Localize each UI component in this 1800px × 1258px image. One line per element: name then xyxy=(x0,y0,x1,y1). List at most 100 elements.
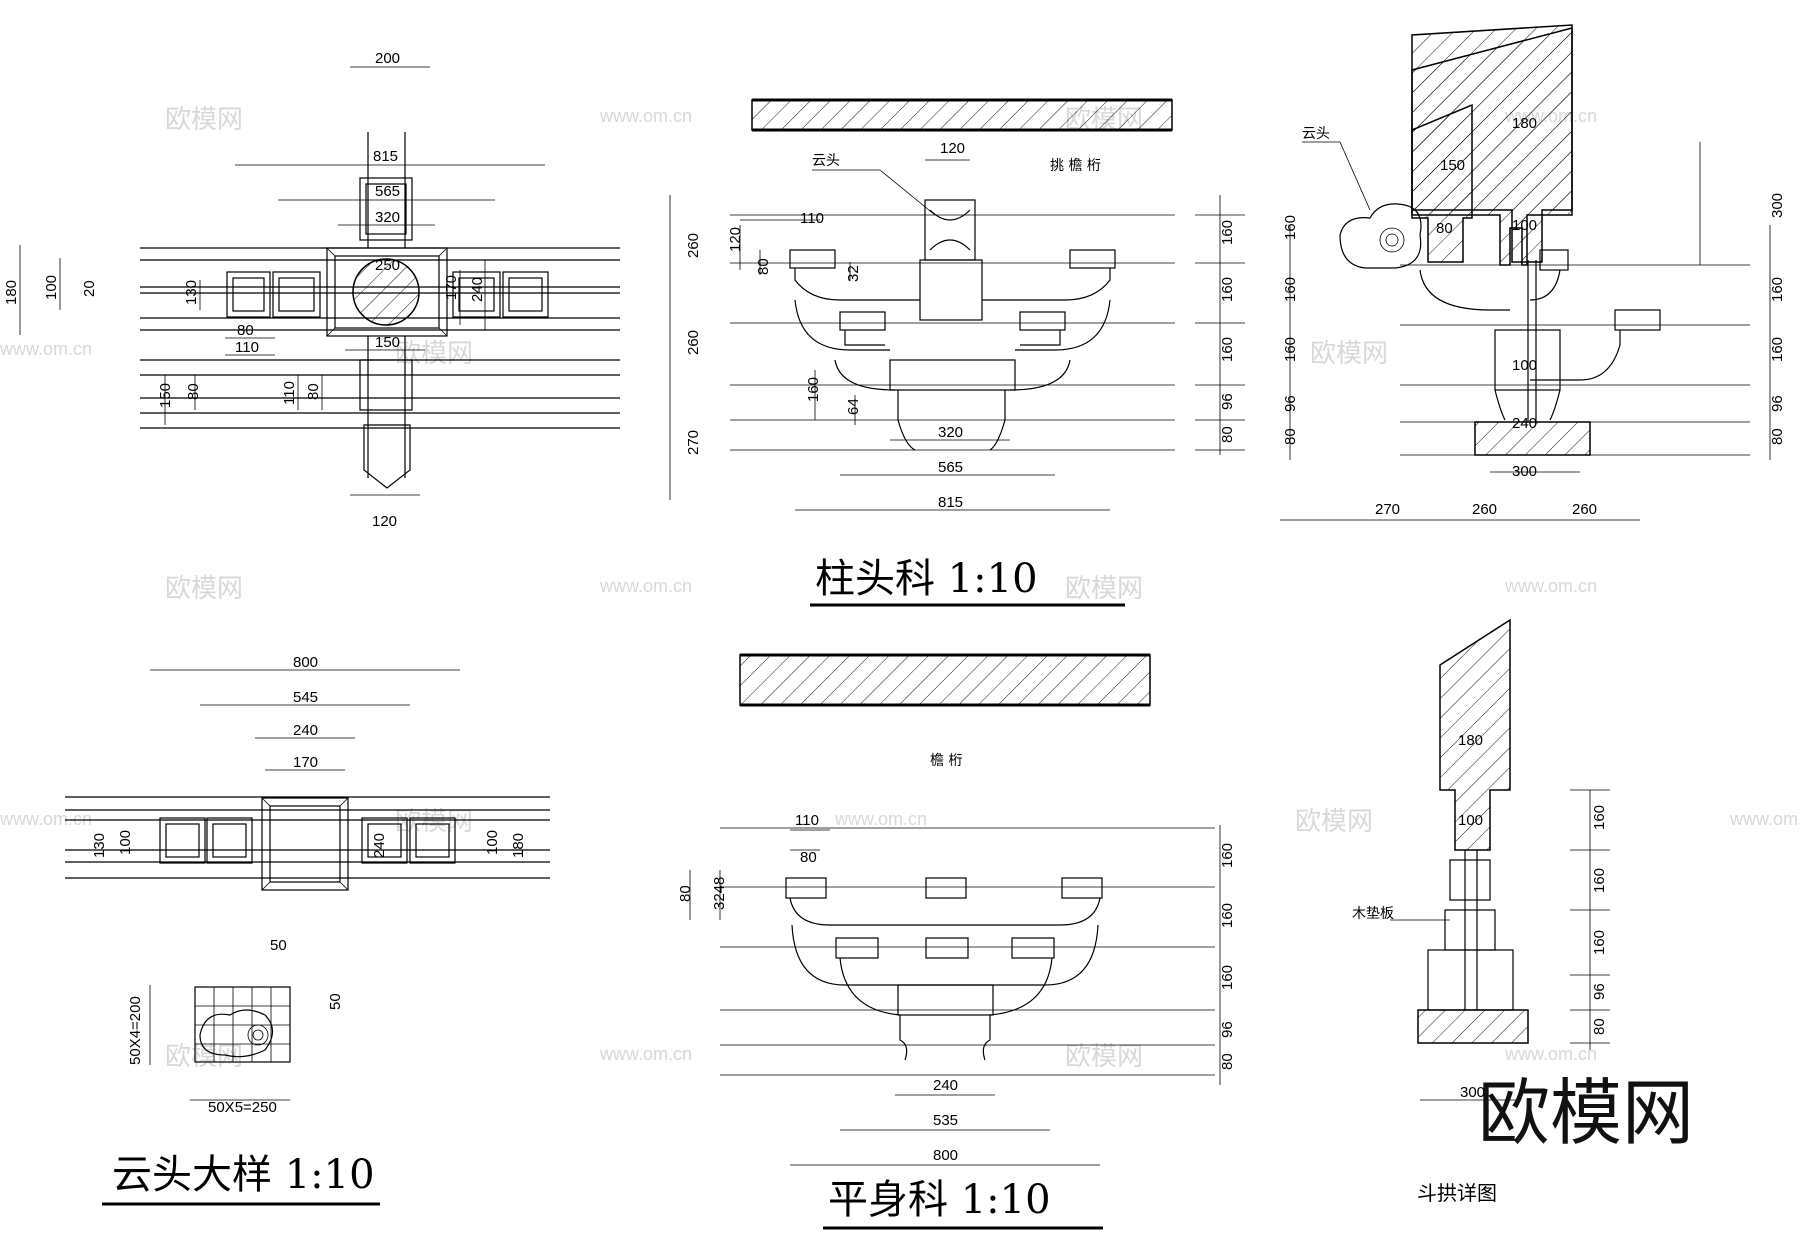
dim-label: 240 xyxy=(293,722,318,739)
dim-label: 300 xyxy=(1460,1084,1485,1101)
dim-label: 160 xyxy=(1282,215,1299,240)
dim-label: 160 xyxy=(1219,843,1236,868)
dim-label: 150 xyxy=(375,334,400,351)
dim-label: 50 xyxy=(270,937,287,954)
detail-yuntou: 50 50 50X4=200 50X5=250 云头大样 1:10 xyxy=(102,937,380,1206)
dim-label: 150 xyxy=(157,383,174,408)
dim-label: 110 xyxy=(235,339,259,356)
watermark-url: www.om.cn xyxy=(1504,576,1597,596)
plan-zhutouke: 200 815 565 320 250 170 240 180 100 20 1… xyxy=(3,50,620,530)
dim-label: 20 xyxy=(81,280,98,297)
label-yanheng: 檐 桁 xyxy=(930,753,962,769)
watermark-text: 欧模网 xyxy=(165,574,243,604)
dim-label: 160 xyxy=(1591,805,1608,830)
dim-label: 160 xyxy=(1219,337,1236,362)
dim-label: 160 xyxy=(1282,277,1299,302)
watermark-url: www.om.cn xyxy=(1729,809,1800,829)
dim-label: 120 xyxy=(940,140,965,157)
dim-label: 160 xyxy=(1219,903,1236,928)
dim-label: 100 xyxy=(43,275,60,300)
dim-label: 200 xyxy=(375,50,400,67)
dim-label: 80 xyxy=(1219,426,1236,443)
dim-label: 160 xyxy=(1282,337,1299,362)
dim-label: 130 xyxy=(91,833,108,858)
dim-label: 110 xyxy=(795,812,819,829)
dim-label: 160 xyxy=(1219,277,1236,302)
watermark-text: 欧模网 xyxy=(395,339,473,369)
dim-label: 170 xyxy=(293,754,318,771)
dim-label: 160 xyxy=(1769,277,1786,302)
dim-label: 3248 xyxy=(711,877,728,910)
dim-label: 64 xyxy=(845,398,862,415)
dim-label: 80 xyxy=(677,885,694,902)
dim-label: 240 xyxy=(469,277,486,302)
dim-label: 100 xyxy=(1458,812,1483,829)
dim-label: 96 xyxy=(1769,395,1786,412)
dim-label: 545 xyxy=(293,689,318,706)
dim-label: 100 xyxy=(484,830,501,855)
title-zhutouke: 柱头科 1:10 xyxy=(815,556,1038,602)
dim-label: 100 xyxy=(1512,217,1537,234)
dim-label: 80 xyxy=(305,383,322,400)
dim-label: 260 xyxy=(685,233,702,258)
dim-label: 180 xyxy=(1512,115,1537,132)
dim-label: 160 xyxy=(805,377,822,402)
title-dougong-detail: 斗拱详图 xyxy=(1417,1181,1497,1205)
dim-label: 100 xyxy=(117,830,134,855)
watermark-text: 欧模网 xyxy=(1065,574,1143,604)
dim-label: 32 xyxy=(845,265,862,282)
dim-label: 120 xyxy=(727,227,744,252)
label-tiaoyanheng: 挑 檐 桁 xyxy=(1050,158,1101,174)
section-zhutouke: 150 180 80 100 100 240 300 160 160 160 9… xyxy=(1280,24,1786,521)
dim-label: 815 xyxy=(373,148,398,165)
plan-pingshenke: 800 545 240 170 130 100 240 100 180 xyxy=(65,654,550,891)
dim-label: 50X4=200 xyxy=(127,996,144,1065)
dim-label: 160 xyxy=(1219,220,1236,245)
watermark-url: www.om.cn xyxy=(599,1044,692,1064)
elevation-pingshenke: 檐 桁 110 80 80 3248 160 160 160 96 80 240… xyxy=(677,653,1236,1230)
dim-label: 270 xyxy=(685,430,702,455)
dim-label: 160 xyxy=(1591,868,1608,893)
dim-label: 300 xyxy=(1769,193,1786,218)
dim-label: 160 xyxy=(1769,337,1786,362)
dim-label: 240 xyxy=(1512,415,1537,432)
dim-label: 80 xyxy=(1591,1018,1608,1035)
label-mudianban: 木垫板 xyxy=(1352,906,1394,922)
dim-label: 260 xyxy=(685,330,702,355)
elevation-zhutouke: 120 110 120 80 32 260 260 270 160 64 320… xyxy=(669,98,1245,607)
watermark-url: www.om.cn xyxy=(599,576,692,596)
dim-label: 180 xyxy=(510,833,527,858)
watermark-url: www.om.cn xyxy=(0,339,92,359)
dim-label: 565 xyxy=(938,459,963,476)
detail-dougong: 180 100 160 160 160 96 80 300 木垫板 斗拱详图 xyxy=(1352,618,1610,1205)
title-yuntou-detail: 云头大样 1:10 xyxy=(112,1152,375,1198)
dim-label: 50 xyxy=(327,993,344,1010)
watermark-text: 欧模网 xyxy=(165,105,243,135)
watermark-text: 欧模网 xyxy=(1310,339,1388,369)
watermark-text: 欧模网 xyxy=(165,1042,243,1072)
dim-label: 565 xyxy=(375,183,400,200)
dim-label: 240 xyxy=(933,1077,958,1094)
watermark-url: www.om.cn xyxy=(834,809,927,829)
dim-label: 180 xyxy=(3,280,20,305)
dim-label: 180 xyxy=(1458,732,1483,749)
dim-label: 260 xyxy=(1472,501,1497,518)
watermark-text: 欧模网 xyxy=(1295,807,1373,837)
watermark-url: www.om.cn xyxy=(0,809,92,829)
brand-logo: 欧模网 xyxy=(1478,1071,1694,1155)
dim-label: 110 xyxy=(281,381,298,405)
dim-label: 815 xyxy=(938,494,963,511)
dim-label: 270 xyxy=(1375,501,1400,518)
dim-label: 120 xyxy=(372,513,397,530)
label-yuntou: 云头 xyxy=(1302,126,1330,142)
dim-label: 80 xyxy=(1769,428,1786,445)
dim-label: 130 xyxy=(183,280,200,305)
dim-label: 96 xyxy=(1219,1021,1236,1038)
dim-label: 800 xyxy=(933,1147,958,1164)
dim-label: 320 xyxy=(375,209,400,226)
dim-label: 50X5=250 xyxy=(208,1099,277,1116)
dim-label: 96 xyxy=(1282,395,1299,412)
dim-label: 160 xyxy=(1591,930,1608,955)
dim-label: 260 xyxy=(1572,501,1597,518)
